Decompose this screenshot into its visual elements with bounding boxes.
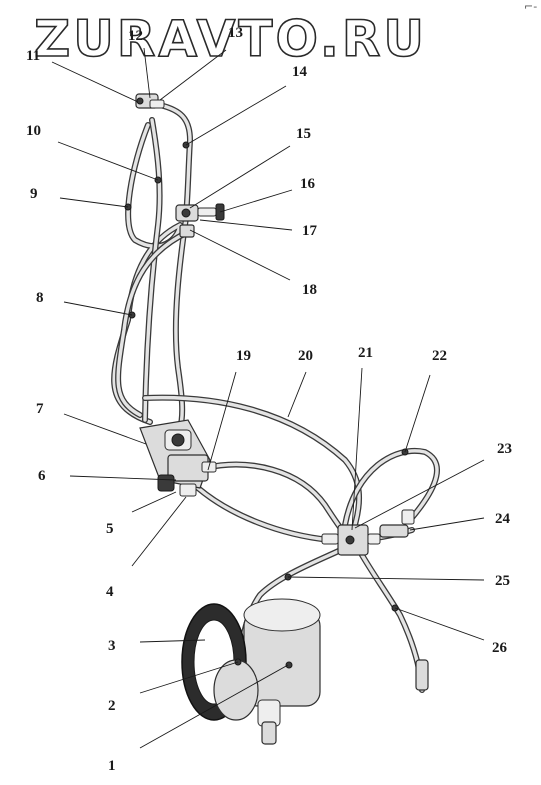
callout-2: 2 — [108, 698, 116, 714]
leader-line-18 — [189, 229, 291, 281]
leader-line-19 — [207, 371, 237, 471]
callout-11: 11 — [26, 48, 40, 64]
callout-17: 17 — [302, 223, 318, 239]
top-fitting-bracket — [135, 93, 165, 109]
callout-5: 5 — [106, 521, 114, 537]
callout-21: 21 — [358, 345, 373, 361]
leader-line-9 — [59, 197, 129, 208]
leader-line-8 — [63, 301, 133, 316]
leader-line-11 — [51, 61, 139, 103]
leader-line-22 — [404, 374, 431, 453]
oil-cooler — [181, 603, 259, 721]
hose-4-core — [174, 216, 188, 430]
leader-lines — [51, 47, 485, 749]
callout-9: 9 — [30, 186, 38, 202]
callout-12: 12 — [128, 28, 143, 44]
valve-16-17 — [175, 203, 225, 222]
main-valve-block — [139, 419, 217, 497]
hose-10-core — [196, 486, 332, 542]
hose-2-core — [143, 118, 162, 422]
leader-line-17 — [199, 219, 293, 231]
callout-23: 23 — [497, 441, 512, 457]
hose-10 — [195, 485, 333, 543]
callout-19: 19 — [236, 348, 251, 364]
leader-line-7 — [63, 413, 147, 445]
leader-line-16 — [219, 189, 293, 213]
leader-line-6 — [69, 475, 177, 481]
watermark-text: ZURAVTO.RU — [34, 10, 427, 68]
callout-8: 8 — [36, 290, 44, 306]
callout-7: 7 — [36, 401, 44, 417]
callout-10: 10 — [26, 123, 41, 139]
leader-line-1 — [139, 664, 289, 749]
callout-1: 1 — [108, 758, 116, 774]
leader-line-23 — [354, 459, 485, 529]
hose-12 — [355, 545, 425, 693]
leader-line-12 — [143, 47, 151, 99]
leader-line-10 — [57, 141, 159, 181]
callout-20: 20 — [298, 348, 313, 364]
fitting-24 — [379, 509, 415, 538]
callout-14: 14 — [292, 64, 308, 80]
leader-line-2 — [139, 661, 239, 694]
callout-26: 26 — [492, 640, 508, 656]
leader-line-3 — [139, 639, 206, 643]
hose-5-core — [116, 230, 190, 417]
leader-line-26 — [394, 607, 485, 641]
hose-3-core — [158, 103, 192, 217]
hose-8-core — [343, 449, 439, 527]
leader-line-21 — [351, 367, 363, 531]
leader-line-20 — [287, 371, 307, 418]
callout-3: 3 — [108, 638, 116, 654]
junction-block-21 — [321, 524, 381, 556]
reservoir-tank — [243, 598, 321, 745]
leader-line-25 — [287, 576, 485, 581]
leader-line-13 — [159, 49, 227, 101]
callout-13: 13 — [228, 25, 243, 41]
callout-22: 22 — [432, 348, 447, 364]
leader-line-24 — [409, 517, 485, 531]
callout-24: 24 — [495, 511, 511, 527]
callout-6: 6 — [38, 468, 46, 484]
callout-16: 16 — [300, 176, 316, 192]
bracket-18 — [179, 224, 195, 238]
leader-line-4 — [131, 496, 187, 567]
leader-line-5 — [131, 491, 177, 513]
callout-25: 25 — [495, 573, 510, 589]
callout-18: 18 — [302, 282, 317, 298]
leader-line-15 — [189, 145, 291, 209]
end-fitting-26 — [415, 659, 429, 691]
hose-6-core — [143, 395, 361, 542]
corner-mark: ⌐- — [524, 0, 537, 13]
leader-line-14 — [185, 85, 287, 146]
callout-15: 15 — [296, 126, 311, 142]
callout-4: 4 — [106, 584, 114, 600]
